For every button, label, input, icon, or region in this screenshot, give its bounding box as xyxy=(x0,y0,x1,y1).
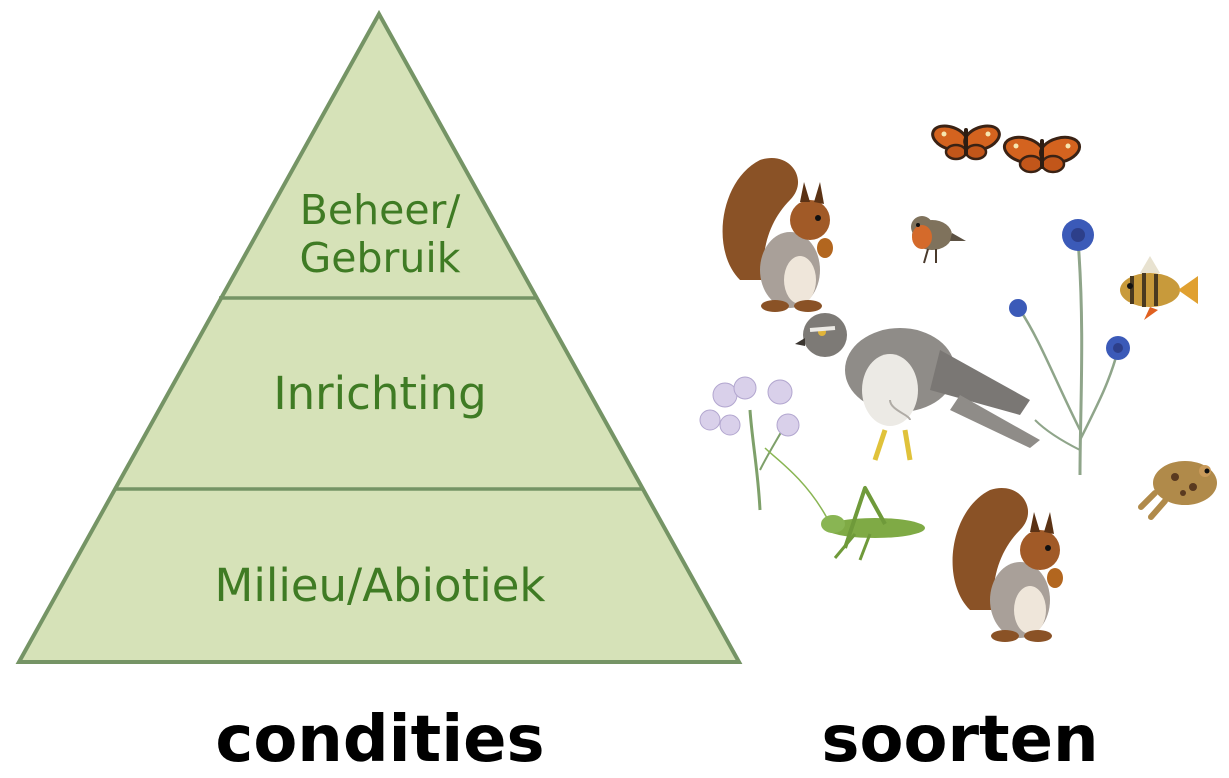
tier-design-label: Inrichting xyxy=(160,366,600,422)
butterfly-icon xyxy=(929,122,1002,159)
tier-top-line2: Gebruik xyxy=(230,234,530,282)
butterfly-icon xyxy=(1002,133,1083,172)
goshawk-icon xyxy=(795,313,1040,460)
frog-icon xyxy=(1141,461,1217,517)
cuckooflower-icon xyxy=(700,377,799,510)
species-collage xyxy=(680,110,1229,670)
robin-icon xyxy=(911,216,966,263)
perch-icon xyxy=(1120,256,1198,320)
tier-environment-abiotic-label: Milieu/Abiotiek xyxy=(100,558,660,614)
conditions-caption: condities xyxy=(180,702,580,778)
squirrel-icon xyxy=(723,158,833,312)
grasshopper-icon xyxy=(765,448,925,560)
tier-top-line1: Beheer/ xyxy=(230,186,530,234)
squirrel-icon xyxy=(953,488,1063,642)
tier-management-use-label: Beheer/ Gebruik xyxy=(230,186,530,282)
species-caption: soorten xyxy=(760,702,1160,778)
